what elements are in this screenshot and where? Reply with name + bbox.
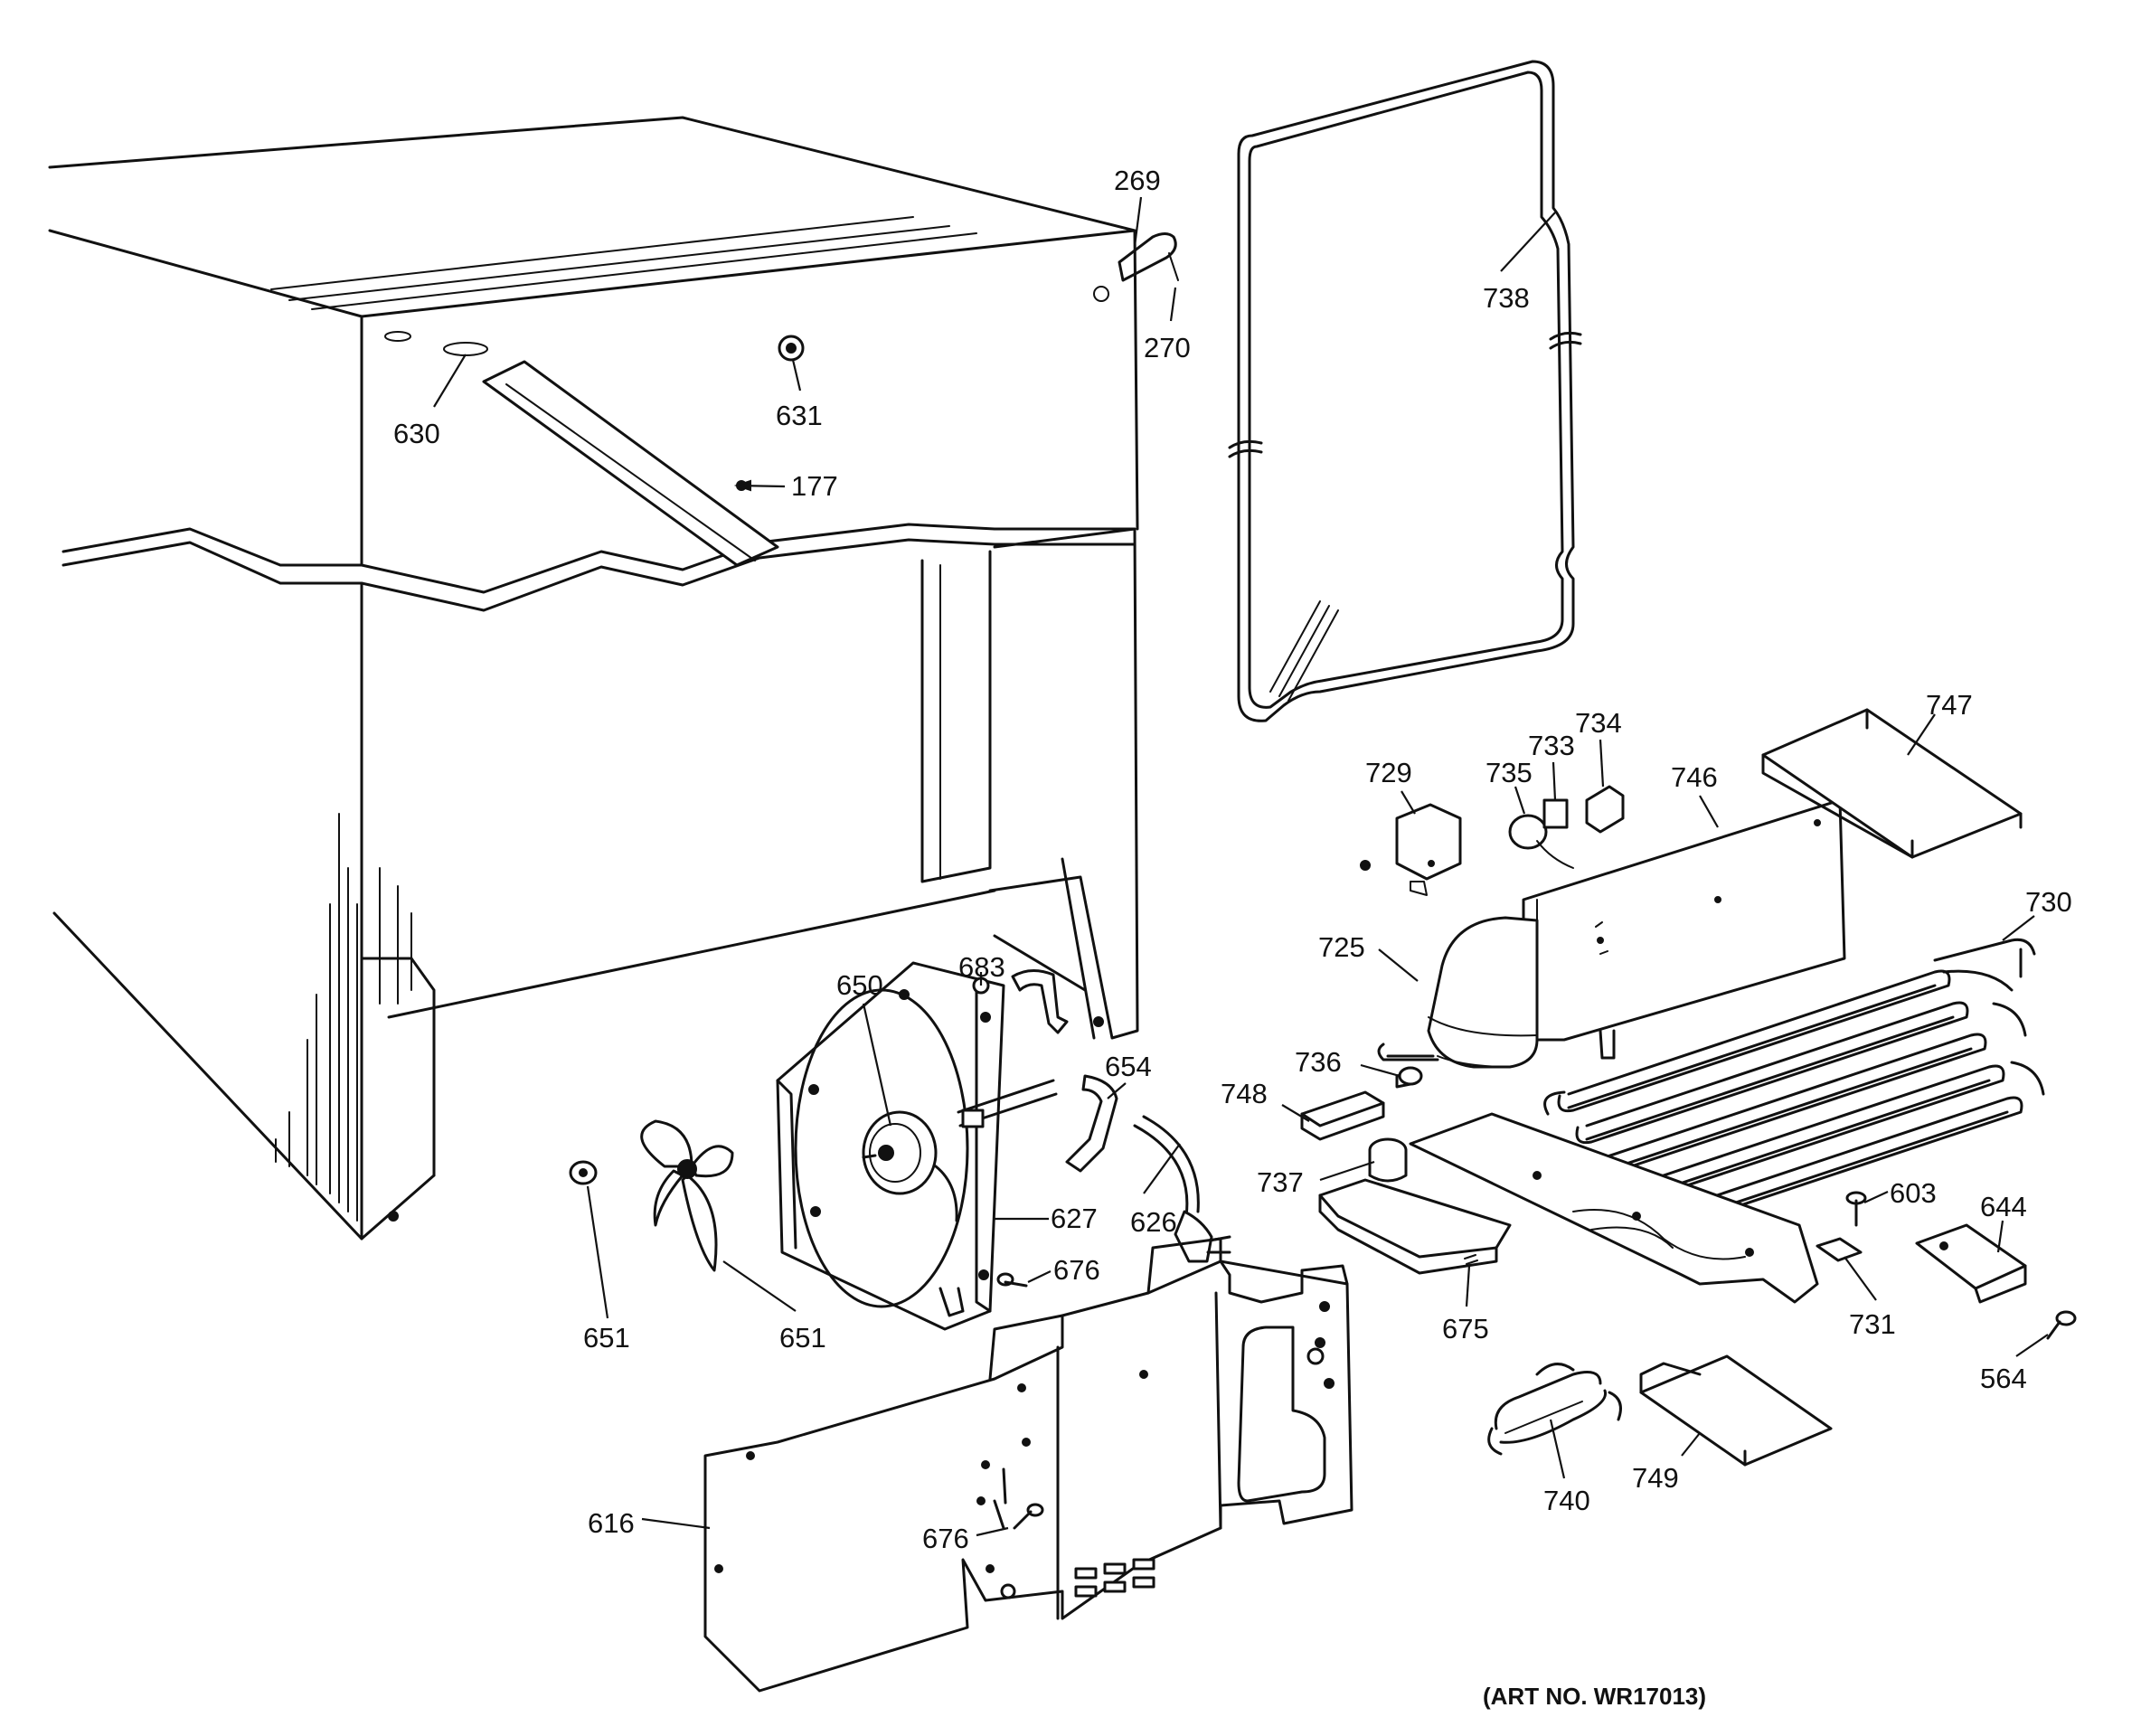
callout-labels: 269 270 738 630 631 177 729 735 733 734 … (393, 165, 2072, 1554)
callout-731: 731 (1849, 1308, 1896, 1340)
screw-676-upper (996, 1272, 1028, 1288)
callout-730: 730 (2025, 886, 2072, 918)
strap-upper (1011, 969, 1069, 1034)
callout-626: 626 (1130, 1206, 1177, 1238)
callout-737: 737 (1257, 1166, 1304, 1198)
part-735 (1508, 814, 1574, 869)
screw-676-lower (1013, 1503, 1044, 1530)
bracket-747 (1761, 708, 2023, 859)
leader-lines (433, 196, 2049, 1537)
callout-651-nut: 651 (583, 1322, 630, 1354)
callout-729: 729 (1365, 757, 1412, 788)
clip-731 (1816, 1237, 1863, 1262)
part-734 (1585, 785, 1625, 834)
access-panel-616 (703, 1237, 1353, 1693)
compressor-725 (1377, 916, 1539, 1089)
callout-733: 733 (1528, 730, 1575, 761)
base-plate-748 (1300, 1090, 1385, 1141)
callout-269: 269 (1114, 165, 1161, 196)
callout-734: 734 (1575, 707, 1622, 739)
callout-630: 630 (393, 418, 440, 449)
part-729 (1360, 803, 1462, 896)
art-number: (ART NO. WR17013) (1483, 1683, 1706, 1710)
bracket-644 (1915, 1223, 2027, 1304)
callout-177: 177 (791, 470, 838, 502)
callout-644: 644 (1980, 1191, 2027, 1222)
callout-603: 603 (1890, 1177, 1937, 1209)
callout-746: 746 (1671, 761, 1718, 793)
callout-735: 735 (1485, 757, 1533, 788)
harness-740 (1487, 1363, 1622, 1456)
base-mount-737 (1318, 1137, 1512, 1275)
callout-736: 736 (1295, 1046, 1342, 1078)
callout-748: 748 (1221, 1078, 1268, 1109)
callout-627: 627 (1051, 1203, 1098, 1234)
plate-749 (1639, 1354, 1833, 1467)
cabinet-body (48, 116, 1179, 1241)
part-736 (1398, 1066, 1423, 1086)
screw-564 (2046, 1310, 2077, 1340)
callout-749: 749 (1632, 1462, 1679, 1494)
callout-650: 650 (836, 969, 883, 1001)
callout-740: 740 (1543, 1485, 1590, 1516)
screw-603 (1845, 1191, 1867, 1227)
callout-747: 747 (1926, 689, 1973, 721)
clamp-654 (1065, 1074, 1118, 1173)
callout-270: 270 (1144, 332, 1191, 363)
callout-631: 631 (776, 400, 823, 431)
callout-683: 683 (958, 951, 1005, 983)
callout-676-upper: 676 (1053, 1254, 1100, 1286)
nut-651 (569, 1160, 598, 1185)
cord-626 (1133, 1115, 1231, 1263)
callout-651-blade: 651 (779, 1322, 826, 1354)
part-733 (1542, 798, 1569, 829)
callout-676-lower: 676 (922, 1523, 969, 1554)
fan-motor-650 (862, 1079, 1058, 1222)
callout-564: 564 (1980, 1363, 2027, 1394)
callout-675: 675 (1442, 1313, 1489, 1344)
door-gasket-738 (1228, 60, 1582, 722)
callout-725: 725 (1318, 931, 1365, 963)
callout-616: 616 (588, 1507, 635, 1539)
callout-654: 654 (1105, 1051, 1152, 1082)
fan-blade-651 (640, 1119, 734, 1272)
callout-738: 738 (1483, 282, 1530, 314)
base-rail-675 (1409, 1112, 1819, 1304)
